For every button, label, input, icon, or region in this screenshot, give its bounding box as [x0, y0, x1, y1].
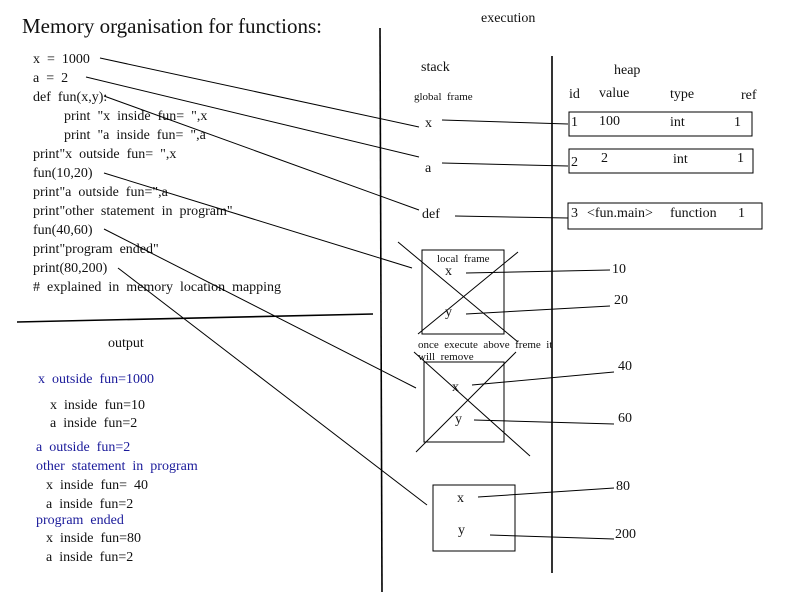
code-line: a = 2	[33, 71, 69, 86]
stack-heading: stack	[421, 60, 450, 75]
page-title: Memory organisation for functions:	[22, 14, 322, 38]
frame-1-x-arrow	[465, 269, 611, 274]
frame-1-cross	[417, 251, 519, 335]
frame-1-val-y: 20	[614, 293, 628, 308]
global-var-x: x	[425, 116, 432, 131]
heap-cell-value: 100	[599, 114, 620, 129]
code-line: print"other statement in program"	[33, 204, 233, 219]
code-line: print"a outside fun=",a	[33, 185, 168, 200]
code-line: fun(40,60)	[33, 223, 93, 238]
frame-2-x-arrow	[471, 371, 615, 386]
frame-3-y-arrow	[489, 534, 615, 540]
code-line: print "x inside fun= ",x	[64, 109, 208, 124]
heap-cell-id: 3	[571, 206, 578, 221]
frame-3-val-y: 200	[615, 527, 636, 542]
heap-heading: heap	[614, 63, 641, 78]
local-frame-2-box	[423, 361, 505, 443]
map-call2-line	[103, 228, 417, 389]
heap-col-ref: ref	[741, 88, 757, 103]
local-frame-1-box	[421, 249, 505, 335]
frame-2-var-x: x	[452, 380, 459, 395]
heap-cell-id: 2	[571, 155, 578, 170]
local-frame-label: local frame	[437, 253, 490, 265]
a-to-heap-line	[441, 162, 569, 167]
frame-1-cross	[397, 241, 519, 343]
frame-3-x-arrow	[477, 487, 615, 498]
output-heading: output	[108, 336, 144, 351]
heap-cell-ref: 1	[737, 151, 744, 166]
frame-2-val-y: 60	[618, 411, 632, 426]
output-line: x inside fun= 40	[46, 478, 148, 493]
heap-col-id: id	[569, 87, 580, 102]
code-line: print"program ended"	[33, 242, 159, 257]
frame-2-cross	[413, 351, 531, 457]
output-line: a outside fun=2	[36, 440, 131, 455]
global-var-def: def	[422, 207, 440, 222]
frame-3-var-y: y	[458, 523, 465, 538]
frame-1-var-x: x	[445, 264, 452, 279]
output-line: a inside fun=2	[46, 497, 134, 512]
heap-row-2-box	[568, 148, 754, 174]
local-frame-3-box	[432, 484, 516, 552]
heap-col-value: value	[599, 86, 630, 101]
output-line: other statement in program	[36, 459, 198, 474]
output-line: x inside fun=10	[50, 398, 145, 413]
heap-col-type: type	[670, 87, 695, 102]
def-to-heap-line	[454, 215, 569, 219]
code-line: print "a inside fun= ",a	[64, 128, 206, 143]
code-line: def fun(x,y):	[33, 90, 108, 105]
code-line: print"x outside fun= ",x	[33, 147, 177, 162]
heap-cell-ref: 1	[738, 206, 745, 221]
execution-divider	[379, 27, 383, 593]
heap-row-3-box	[567, 202, 763, 230]
map-x-line	[99, 57, 420, 128]
map-a-line	[85, 76, 420, 158]
map-call3-line	[117, 267, 428, 506]
frame-2-var-y: y	[455, 412, 462, 427]
code-line: x = 1000	[33, 52, 90, 67]
map-call1-line	[103, 172, 413, 269]
frame-removal-note: once execute above freme it	[418, 339, 553, 351]
heap-cell-ref: 1	[734, 115, 741, 130]
heap-cell-id: 1	[571, 115, 578, 130]
frame-2-val-x: 40	[618, 359, 632, 374]
output-line: program ended	[36, 513, 124, 528]
frame-1-var-y: y	[445, 305, 452, 320]
frame-1-y-arrow	[465, 305, 611, 315]
heap-cell-type: int	[670, 115, 685, 130]
map-def-line	[103, 95, 420, 211]
frame-2-y-arrow	[473, 419, 615, 425]
code-line: # explained in memory location mapping	[33, 280, 282, 295]
code-output-divider	[16, 313, 374, 323]
output-line: a inside fun=2	[50, 416, 138, 431]
output-line: x inside fun=80	[46, 531, 141, 546]
heap-row-1-box	[568, 111, 753, 137]
frame-1-val-x: 10	[612, 262, 626, 277]
output-line: a inside fun=2	[46, 550, 134, 565]
frame-removal-note: will remove	[418, 351, 474, 363]
global-frame-label: global frame	[414, 91, 473, 103]
frame-3-var-x: x	[457, 491, 464, 506]
frame-3-val-x: 80	[616, 479, 630, 494]
heap-cell-value: 2	[601, 151, 608, 166]
code-line: print(80,200)	[33, 261, 108, 276]
execution-heading: execution	[481, 11, 536, 26]
heap-cell-type: int	[673, 152, 688, 167]
frame-2-cross	[415, 351, 517, 453]
output-line: x outside fun=1000	[38, 372, 154, 387]
global-var-a: a	[425, 161, 432, 176]
heap-cell-type: function	[670, 206, 717, 221]
heap-cell-value: <fun.main>	[587, 206, 653, 221]
x-to-heap-line	[441, 119, 569, 125]
code-line: fun(10,20)	[33, 166, 93, 181]
